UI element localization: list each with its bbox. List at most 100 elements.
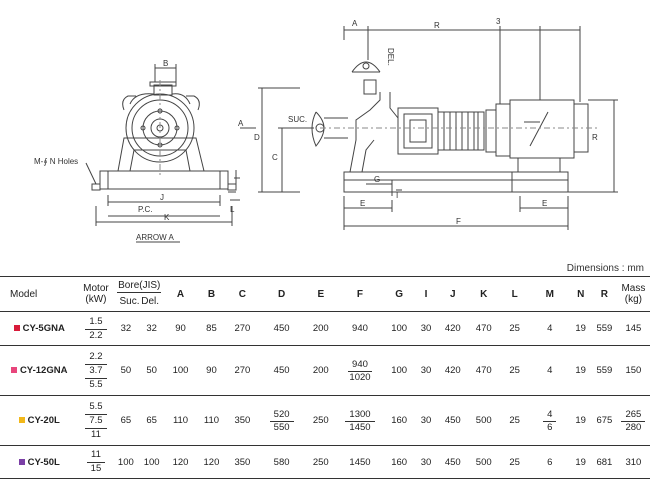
- cell-suc-value: 50: [120, 365, 132, 376]
- model-color-swatch: [10, 367, 17, 374]
- motor-kw: 2.2: [89, 329, 103, 341]
- header-m: M: [530, 276, 570, 312]
- cell-d-value: 520: [269, 409, 294, 422]
- cell-j-value: 450: [444, 456, 461, 468]
- cell-a-value: 100: [172, 365, 189, 376]
- cell-j-value: 450: [444, 415, 461, 426]
- cell-j: 420: [437, 312, 468, 346]
- cell-l-value: 25: [509, 365, 520, 376]
- cell-k-value: 470: [475, 365, 492, 376]
- cell-f-value: 940: [352, 323, 368, 334]
- cell-g-value: 100: [391, 365, 408, 376]
- cell-model: CY-5GNA: [0, 312, 78, 346]
- cell-suc: 32: [113, 312, 138, 346]
- cell-suc: 50: [113, 346, 138, 396]
- label-r-right: R: [592, 133, 598, 142]
- header-n: N: [569, 276, 593, 312]
- header-motor: Motor (kW): [78, 276, 114, 312]
- cell-model: CY-50L: [0, 446, 78, 479]
- header-suc: Suc.: [119, 296, 140, 307]
- header-bore: Bore(JIS) Suc. Del.: [113, 276, 166, 312]
- label-r-top: R: [434, 21, 440, 30]
- cell-a-value: 110: [172, 415, 189, 426]
- spec-table: Model Motor (kW) Bore(JIS) Suc. Del. A B…: [0, 276, 650, 479]
- cell-f-value: 1450: [349, 421, 371, 433]
- label-i: I: [396, 191, 398, 200]
- cell-r: 675: [592, 396, 617, 446]
- cell-b-value: 85: [206, 323, 217, 334]
- cell-b: 85: [196, 312, 227, 346]
- cell-m-value: 4: [543, 409, 557, 422]
- cell-i-value: 30: [420, 323, 432, 334]
- motor-kw: 3.7: [85, 365, 107, 379]
- label-b: B: [163, 59, 168, 68]
- label-a-left: A: [238, 119, 244, 128]
- cell-del-value: 50: [146, 365, 157, 376]
- cell-i: 30: [415, 312, 438, 346]
- cell-d-value: 450: [273, 365, 290, 376]
- cell-n-value: 19: [575, 365, 586, 376]
- cell-k-value: 500: [475, 415, 492, 426]
- motor-kw: 11: [91, 428, 101, 440]
- cell-j: 450: [437, 396, 468, 446]
- cell-suc-value: 100: [117, 456, 134, 468]
- cell-g-value: 160: [391, 415, 408, 426]
- cell-e-value: 200: [312, 365, 329, 376]
- cell-k-value: 470: [475, 323, 492, 334]
- header-a: A: [165, 276, 196, 312]
- cell-i: 30: [415, 346, 438, 396]
- cell-b: 110: [196, 396, 227, 446]
- cell-d-value: 450: [273, 323, 290, 334]
- label-k: K: [164, 213, 170, 222]
- dimensions-note: Dimensions : mm: [566, 263, 644, 274]
- cell-c-value: 270: [234, 323, 251, 334]
- header-l: L: [499, 276, 531, 312]
- model-name: CY-20L: [27, 415, 60, 426]
- header-i: I: [414, 276, 438, 312]
- model-color-swatch: [18, 458, 25, 465]
- cell-b: 120: [196, 446, 227, 479]
- cell-e-value: 200: [312, 323, 329, 334]
- cell-r-value: 681: [596, 456, 613, 468]
- pump-dimension-drawing: M-∮ N Holes ARROW A SUC. DEL. P.C. A A B…: [34, 17, 618, 243]
- cell-del-value: 100: [143, 456, 160, 468]
- cell-b-value: 110: [203, 415, 220, 426]
- cell-e: 200: [305, 312, 336, 346]
- header-k: K: [468, 276, 500, 312]
- model-color-swatch: [18, 417, 25, 424]
- cell-c-value: 350: [234, 456, 251, 468]
- label-g: G: [374, 175, 380, 184]
- cell-mass: 145: [617, 312, 650, 346]
- cell-r-value: 675: [596, 415, 613, 426]
- cell-model: CY-12GNA: [0, 346, 78, 396]
- cell-f-value: 1450: [349, 456, 371, 468]
- cell-r: 681: [592, 446, 617, 479]
- cell-j-value: 420: [444, 323, 461, 334]
- cell-m: 6: [530, 446, 569, 479]
- cell-c: 270: [227, 312, 258, 346]
- label-c: C: [272, 153, 278, 162]
- header-j: J: [437, 276, 469, 312]
- cell-del: 32: [138, 312, 165, 346]
- motor-kw: 1.5: [85, 316, 107, 330]
- header-r: R: [592, 276, 617, 312]
- cell-k-value: 500: [475, 456, 492, 468]
- header-b: B: [195, 276, 227, 312]
- cell-d-value: 580: [273, 456, 290, 468]
- cell-l: 25: [499, 312, 530, 346]
- cell-n-value: 19: [575, 415, 586, 426]
- motor-kw: 2.2: [85, 351, 107, 365]
- label-e-left: E: [360, 199, 365, 208]
- cell-mass-value: 310: [625, 456, 642, 468]
- header-del: Del.: [141, 296, 160, 307]
- header-bore-title: Bore(JIS): [118, 280, 161, 291]
- cell-e: 250: [305, 396, 336, 446]
